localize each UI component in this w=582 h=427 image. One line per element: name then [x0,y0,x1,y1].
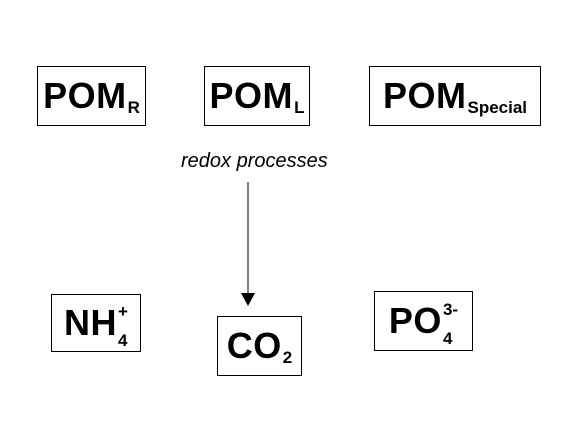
pom-l-label: POM [209,75,294,116]
nh4-indices: +4 [118,303,128,349]
nh4-label: NH [64,302,118,343]
pom-l-subscript: L [294,98,305,117]
pom-special-label: POM [382,75,467,116]
co2-label: CO [226,325,282,366]
po4-superscript: 3- [442,300,459,319]
redox-processes-label: redox processes [181,150,328,172]
pom-r-label: POM [43,75,127,116]
redox-arrow-head [241,293,255,306]
nh4-subscript: 4 [118,331,128,350]
po4-indices: 3- 4 [443,301,458,347]
pom-r-subscript: R [127,98,140,117]
po4-subscript: 4 [442,329,453,348]
co2-subscript: 2 [282,348,293,367]
pom-special-subscript: Special [467,98,528,117]
po4-label: PO [388,300,442,341]
nh4-superscript: + [118,302,128,321]
nh4-node: NH+4 [51,294,141,352]
